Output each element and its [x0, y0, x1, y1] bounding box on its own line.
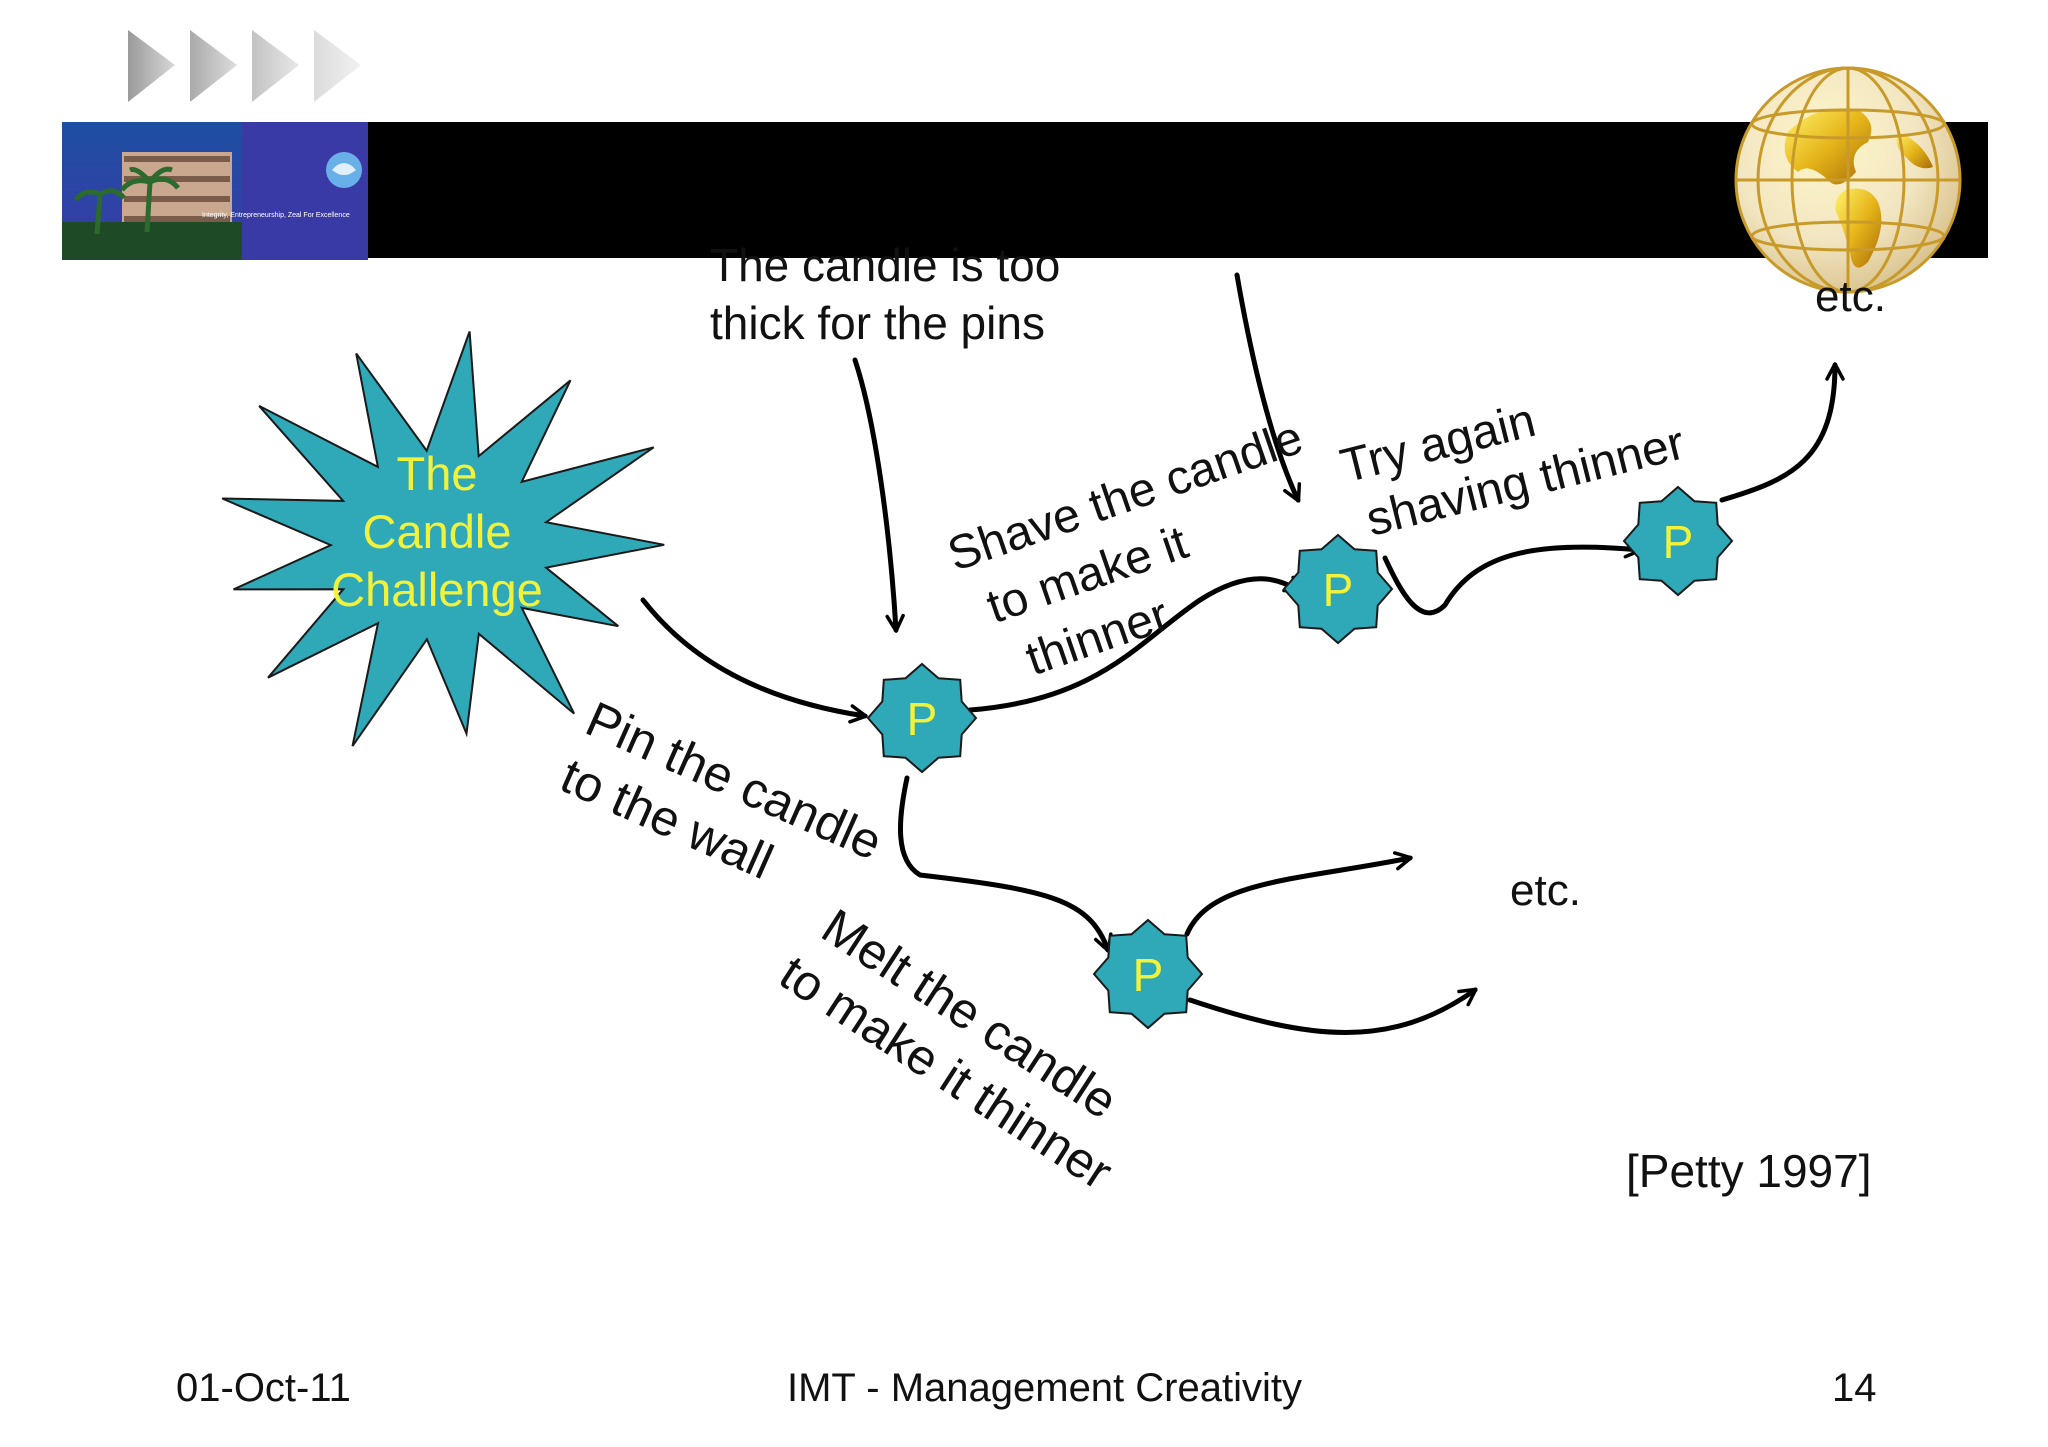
top-label: The candle is too thick for the pins: [710, 236, 1060, 352]
page-number: 14: [1832, 1366, 1877, 1410]
arrow-p4-to-right: [1187, 987, 1478, 1035]
footer-date: 01-Oct-11: [176, 1366, 351, 1410]
arrow-top-to-p2: [1234, 272, 1302, 503]
logo-caption: Integrity, Entrepreneurship, Zeal For Ex…: [202, 212, 350, 219]
start-label-line-3: Challenge: [331, 563, 543, 616]
arrow-start-to-p1: [640, 597, 868, 724]
node-p4-shape: [1092, 918, 1204, 1030]
etc-mid-label: etc.: [1510, 866, 1581, 915]
arrow-p3-to-etc: [1719, 362, 1845, 503]
node-p3: P: [1622, 485, 1734, 597]
arrow-p1-to-p2: [967, 575, 1303, 713]
start-label: The Candle Challenge: [292, 445, 582, 619]
arrow-top-to-p1: [852, 357, 905, 633]
starburst-shape: [221, 331, 665, 747]
arrow-p4-to-etc: [1184, 851, 1413, 937]
node-p1: P: [866, 662, 978, 774]
start-label-line-2: Candle: [362, 505, 512, 558]
node-p2: P: [1282, 533, 1394, 645]
arrow-p1-to-p4: [898, 775, 1113, 953]
node-p3-label: P: [1663, 516, 1694, 568]
node-p4-label: P: [1133, 949, 1164, 1001]
node-p2-label: P: [1323, 564, 1354, 616]
start-label-line-1: The: [396, 447, 478, 500]
globe-icon: [1734, 66, 1962, 294]
node-p3-shape: [1622, 485, 1734, 597]
top-label-line-1: The candle is too: [710, 239, 1061, 291]
etc-top-label: etc.: [1815, 272, 1886, 321]
top-label-line-2: thick for the pins: [710, 297, 1045, 349]
node-p2-shape: [1282, 533, 1394, 645]
footer-title: IMT - Management Creativity: [787, 1366, 1302, 1410]
arrow-p2-to-p3: [1382, 539, 1643, 616]
node-p4: P: [1092, 918, 1204, 1030]
node-p1-shape: [866, 662, 978, 774]
chevron-arrows-icon: [128, 30, 361, 102]
citation: [Petty 1997]: [1626, 1145, 1872, 1197]
header-banner: [62, 122, 1988, 258]
node-p1-label: P: [907, 693, 938, 745]
institution-logo: Integrity, Entrepreneurship, Zeal For Ex…: [62, 122, 368, 260]
